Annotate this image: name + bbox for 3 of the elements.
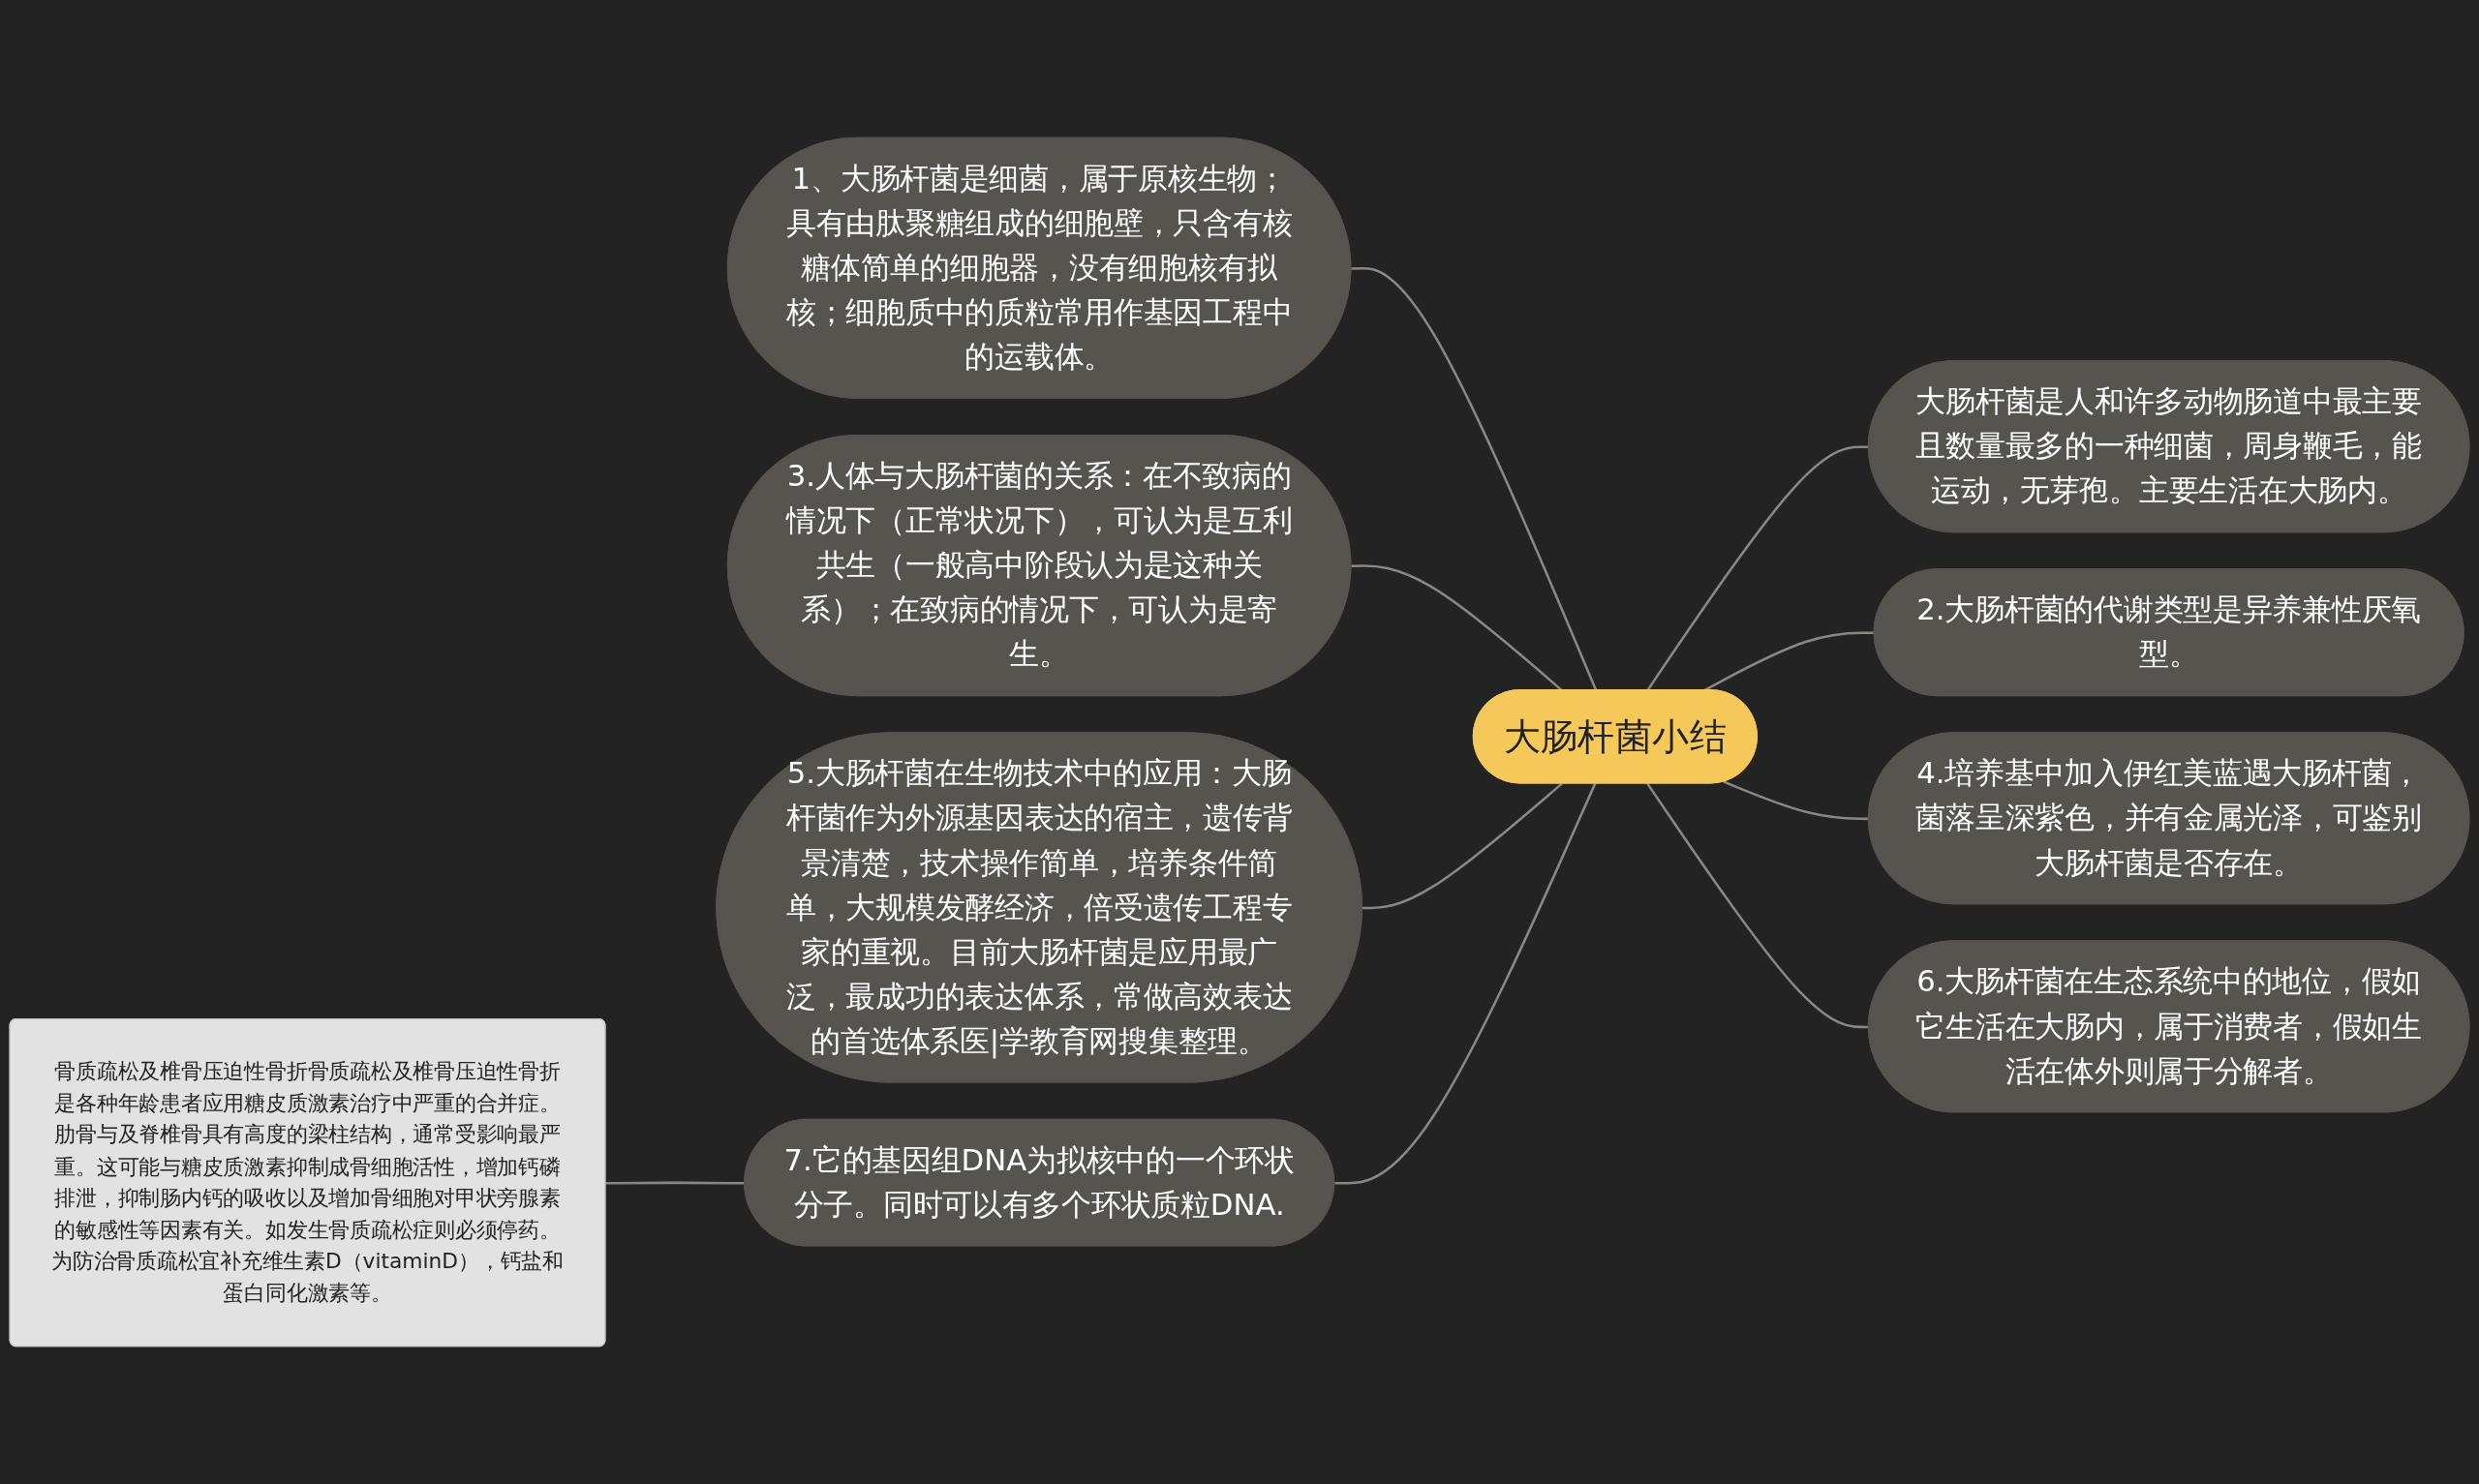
connector xyxy=(1362,782,1563,910)
connector xyxy=(1351,267,1598,691)
connector xyxy=(1334,782,1597,1185)
